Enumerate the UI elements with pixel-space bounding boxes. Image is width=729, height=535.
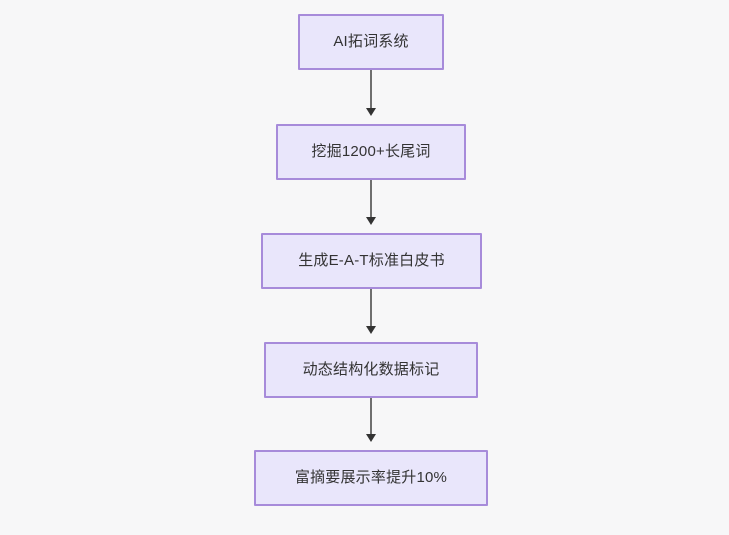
flow-edge-1-2 bbox=[366, 70, 376, 116]
flow-node-label: 生成E-A-T标准白皮书 bbox=[298, 252, 445, 269]
edge-line bbox=[370, 289, 372, 326]
edge-line bbox=[370, 70, 372, 108]
flow-node-2[interactable]: 挖掘1200+长尾词 bbox=[276, 124, 466, 180]
flow-node-3[interactable]: 生成E-A-T标准白皮书 bbox=[261, 233, 482, 289]
arrow-down-icon bbox=[366, 434, 376, 442]
flow-node-label: AI拓词系统 bbox=[333, 33, 409, 50]
flow-node-label: 富摘要展示率提升10% bbox=[294, 469, 448, 486]
flow-node-4[interactable]: 动态结构化数据标记 bbox=[264, 342, 478, 398]
flow-node-1[interactable]: AI拓词系统 bbox=[298, 14, 444, 70]
edge-line bbox=[370, 398, 372, 434]
arrow-down-icon bbox=[366, 217, 376, 225]
flow-edge-3-4 bbox=[366, 289, 376, 334]
flow-node-5[interactable]: 富摘要展示率提升10% bbox=[254, 450, 488, 506]
flow-edge-2-3 bbox=[366, 180, 376, 225]
flow-edge-4-5 bbox=[366, 398, 376, 442]
arrow-down-icon bbox=[366, 326, 376, 334]
flow-node-label: 挖掘1200+长尾词 bbox=[311, 143, 431, 160]
arrow-down-icon bbox=[366, 108, 376, 116]
edge-line bbox=[370, 180, 372, 217]
flow-node-label: 动态结构化数据标记 bbox=[302, 361, 440, 378]
